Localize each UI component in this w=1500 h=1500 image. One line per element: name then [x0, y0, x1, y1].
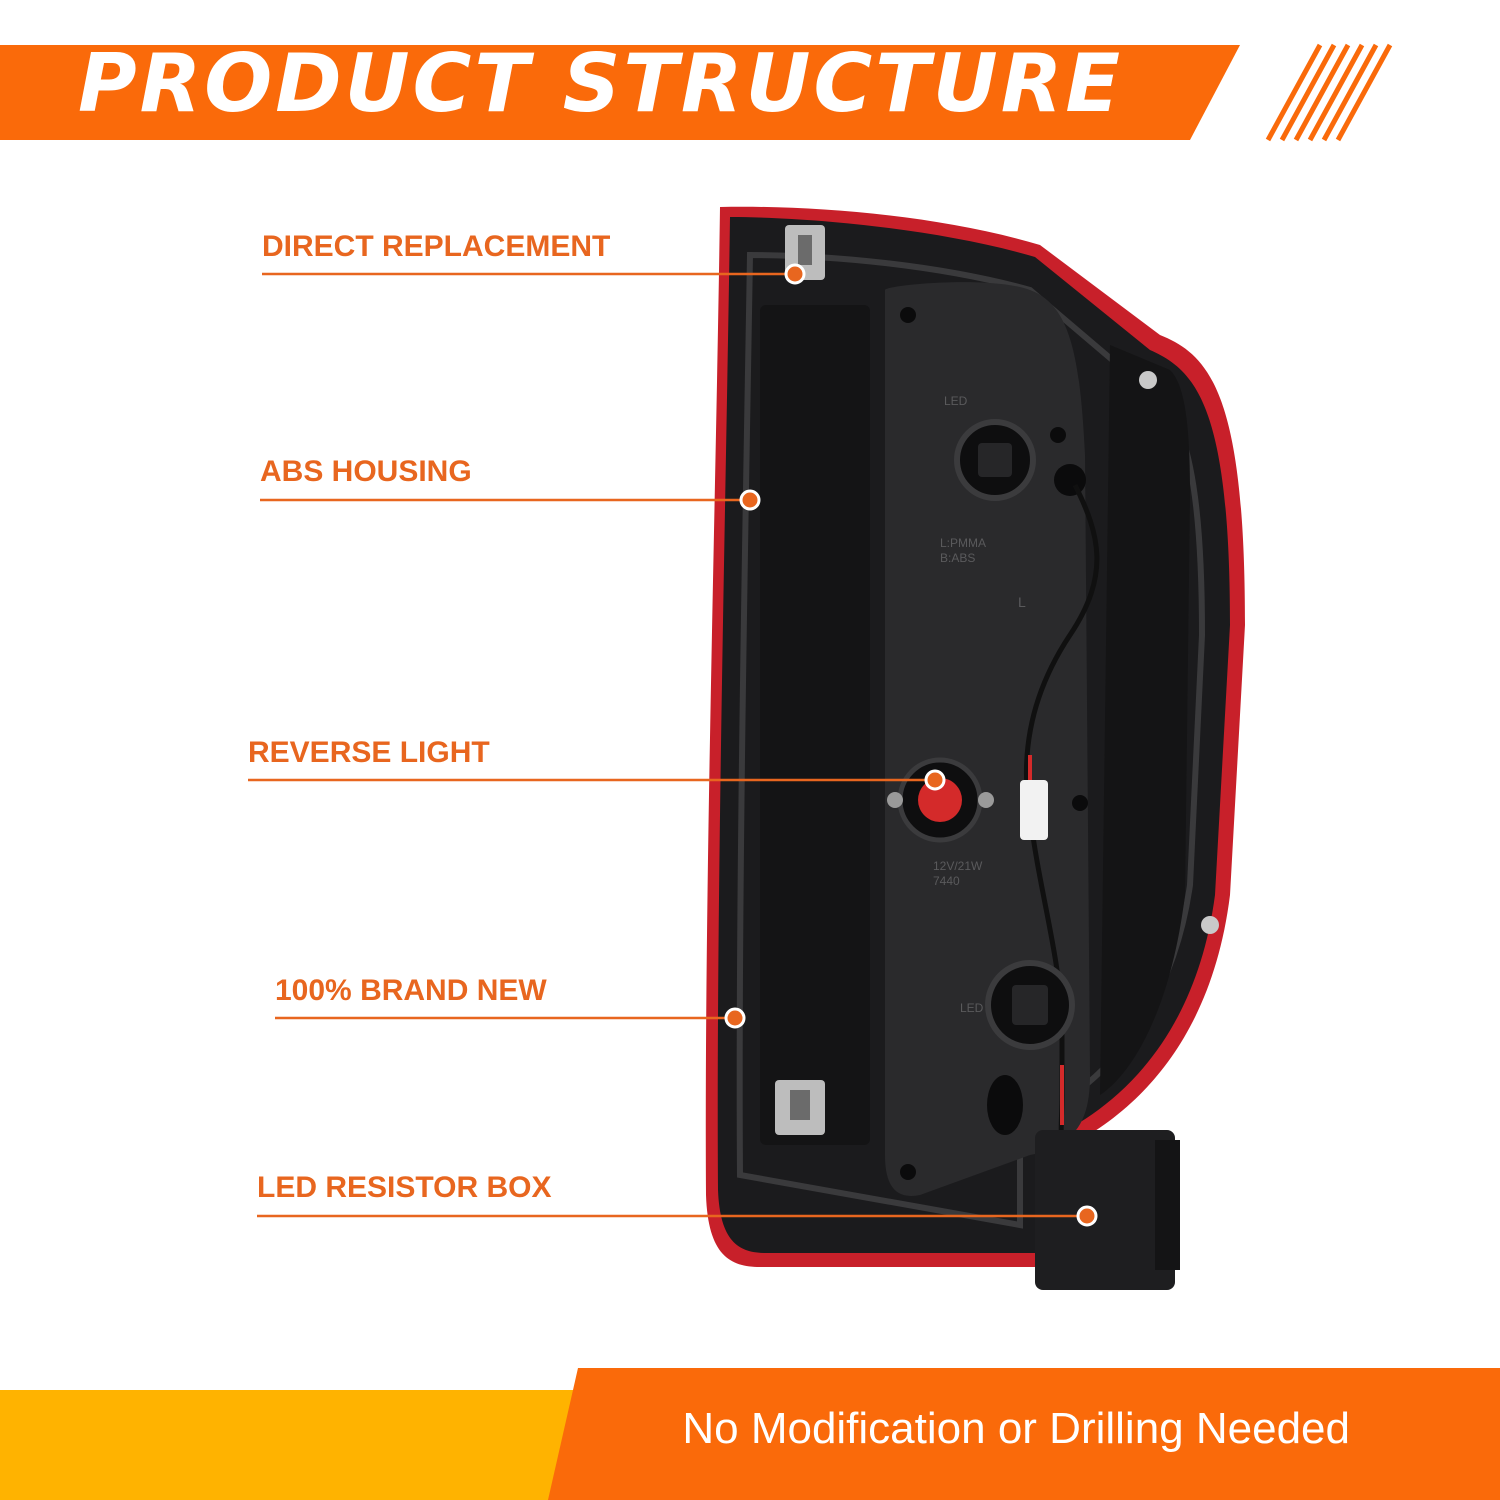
left-channel: [760, 305, 870, 1145]
center-panel: [885, 282, 1090, 1196]
right-channel: [1100, 345, 1190, 1095]
footer-tagline: No Modification or Drilling Needed: [682, 1404, 1350, 1453]
page-title: PRODUCT STRUCTURE: [78, 37, 1123, 130]
callout-brand-new: 100% BRAND NEW: [275, 974, 547, 1007]
header-banner: [0, 43, 1393, 142]
marking-lens-material: L:PMMA: [940, 536, 986, 550]
marking-led-top: LED: [944, 394, 968, 408]
marking-bulb-rating: 12V/21W: [933, 859, 983, 873]
callout-direct-replacement: DIRECT REPLACEMENT: [262, 230, 611, 263]
wire-connector: [1020, 780, 1048, 840]
callout-reverse-light: REVERSE LIGHT: [248, 736, 490, 769]
footer-orange-band: [548, 1368, 1500, 1500]
lower-grommet: [987, 1075, 1023, 1135]
marking-led-bottom: LED: [960, 1001, 984, 1015]
callout-abs-housing: ABS HOUSING: [260, 455, 472, 488]
callout-resistor-box: LED RESISTOR BOX: [257, 1171, 552, 1204]
header-stripes: [1265, 43, 1393, 142]
footer-yellow-band: [0, 1390, 620, 1500]
wire-grommet: [1054, 464, 1086, 496]
upper-stud: [1139, 371, 1157, 389]
lower-stud: [1201, 916, 1219, 934]
header-banner-shape: [0, 45, 1240, 140]
marking-body-material: B:ABS: [940, 551, 975, 565]
led-resistor-box: [1035, 1130, 1175, 1290]
marking-bulb-code: 7440: [933, 874, 960, 888]
tail-light-illustration: LED L:PMMA B:ABS L 12V/21W 7440 LED: [705, 206, 1245, 1290]
marking-side: L: [1018, 594, 1026, 610]
footer-banner: [0, 1368, 1500, 1500]
